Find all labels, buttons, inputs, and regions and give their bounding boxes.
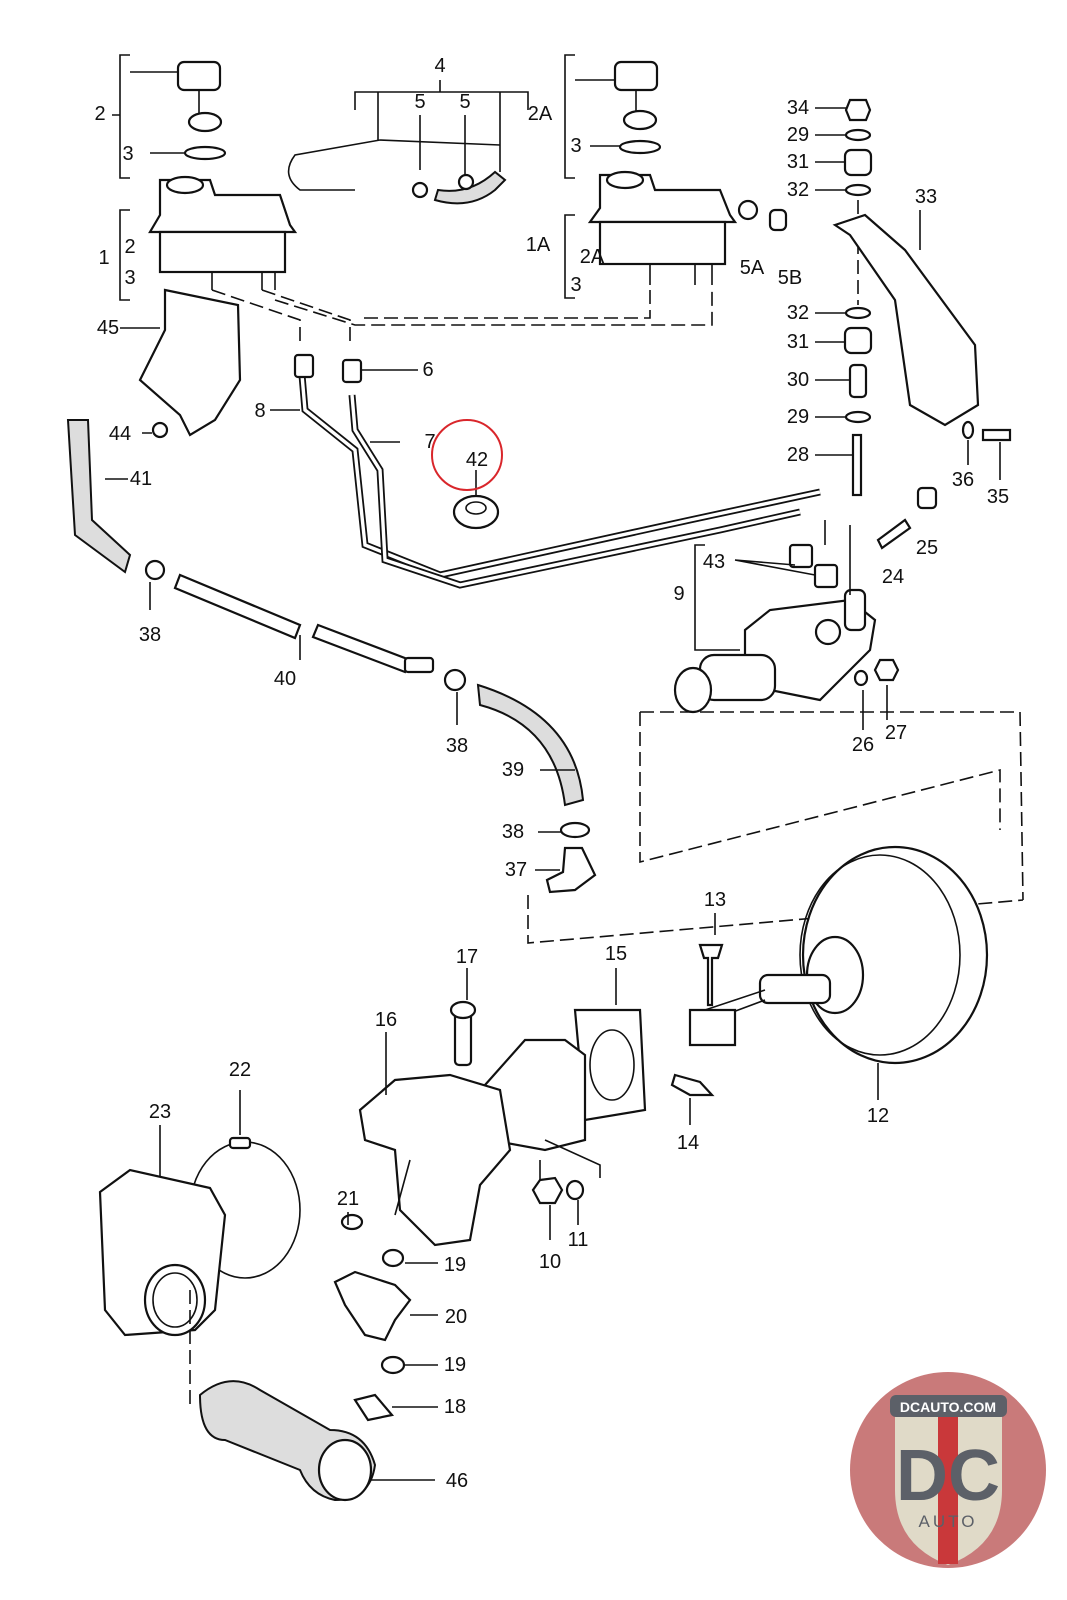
callout-4: 4 bbox=[434, 55, 445, 77]
callout-1: 1 bbox=[98, 247, 109, 269]
callout-45: 45 bbox=[97, 317, 119, 339]
callout-46: 46 bbox=[446, 1470, 468, 1492]
callout-22: 22 bbox=[229, 1059, 251, 1081]
callout-11: 11 bbox=[568, 1229, 589, 1251]
callout-10: 10 bbox=[539, 1251, 561, 1273]
callout-5a: 5A bbox=[740, 257, 765, 279]
logo-sub-text: AUTO bbox=[919, 1512, 978, 1531]
callout-31: 31 bbox=[787, 331, 809, 353]
callout-2a: 2A bbox=[580, 246, 605, 268]
callout-7: 7 bbox=[424, 431, 435, 453]
callout-24: 24 bbox=[882, 566, 904, 588]
master-cylinder bbox=[673, 486, 938, 730]
callout-36: 36 bbox=[952, 469, 974, 491]
callout-32: 32 bbox=[787, 302, 809, 324]
callout-19: 19 bbox=[444, 1254, 466, 1276]
callout-21: 21 bbox=[337, 1188, 359, 1210]
callout-2a: 2A bbox=[528, 103, 553, 125]
callout-6: 6 bbox=[422, 359, 433, 381]
callout-17: 17 bbox=[456, 946, 478, 968]
callout-38: 38 bbox=[139, 624, 161, 646]
callout-9: 9 bbox=[673, 583, 684, 605]
callout-19: 19 bbox=[444, 1354, 466, 1376]
highlight-circle-42 bbox=[431, 419, 503, 491]
logo-top-text: DCAUTO.COM bbox=[900, 1399, 996, 1415]
reservoir-right bbox=[587, 170, 738, 285]
logo-main-text: DC bbox=[896, 1436, 1000, 1516]
callout-40: 40 bbox=[274, 668, 296, 690]
callout-29: 29 bbox=[787, 124, 809, 146]
callout-2: 2 bbox=[124, 236, 135, 258]
callout-35: 35 bbox=[987, 486, 1009, 508]
callout-3: 3 bbox=[124, 267, 135, 289]
callout-5: 5 bbox=[414, 91, 425, 113]
callout-39: 39 bbox=[502, 759, 524, 781]
callout-38: 38 bbox=[446, 735, 468, 757]
brake-booster bbox=[670, 845, 989, 1125]
callout-43: 43 bbox=[703, 551, 725, 573]
callout-16: 16 bbox=[375, 1009, 397, 1031]
reservoir-cap-left bbox=[130, 60, 227, 161]
reservoir-left bbox=[148, 175, 298, 290]
callout-18: 18 bbox=[444, 1396, 466, 1418]
callout-3: 3 bbox=[570, 135, 581, 157]
reservoir-cap-right bbox=[575, 60, 662, 155]
parts-drawing bbox=[66, 54, 1024, 1502]
callout-31: 31 bbox=[787, 151, 809, 173]
callout-13: 13 bbox=[704, 889, 726, 911]
callout-27: 27 bbox=[885, 722, 907, 744]
callout-3: 3 bbox=[122, 143, 133, 165]
callout-34: 34 bbox=[787, 97, 809, 119]
callout-26: 26 bbox=[852, 734, 874, 756]
callout-15: 15 bbox=[605, 943, 627, 965]
callout-25: 25 bbox=[916, 537, 938, 559]
callout-42: 42 bbox=[466, 449, 488, 471]
callout-5: 5 bbox=[459, 91, 470, 113]
callout-30: 30 bbox=[787, 369, 809, 391]
callout-41: 41 bbox=[130, 468, 152, 490]
callout-29: 29 bbox=[787, 406, 809, 428]
callout-12: 12 bbox=[867, 1105, 889, 1127]
callout-14: 14 bbox=[677, 1132, 699, 1154]
callout-2: 2 bbox=[94, 103, 105, 125]
callout-44: 44 bbox=[109, 423, 131, 445]
callout-1a: 1A bbox=[526, 234, 551, 256]
callout-32: 32 bbox=[787, 179, 809, 201]
dcauto-logo[interactable]: DCAUTO.COM DC AUTO bbox=[850, 1372, 1046, 1568]
callout-5b: 5B bbox=[778, 267, 802, 289]
callout-28: 28 bbox=[787, 444, 809, 466]
callout-37: 37 bbox=[505, 859, 527, 881]
callout-38: 38 bbox=[502, 821, 524, 843]
callout-8: 8 bbox=[254, 400, 265, 422]
callout-23: 23 bbox=[149, 1101, 171, 1123]
callout-33: 33 bbox=[915, 186, 937, 208]
mount-stack bbox=[815, 98, 873, 497]
callout-20: 20 bbox=[445, 1306, 467, 1328]
callout-3: 3 bbox=[570, 274, 581, 296]
